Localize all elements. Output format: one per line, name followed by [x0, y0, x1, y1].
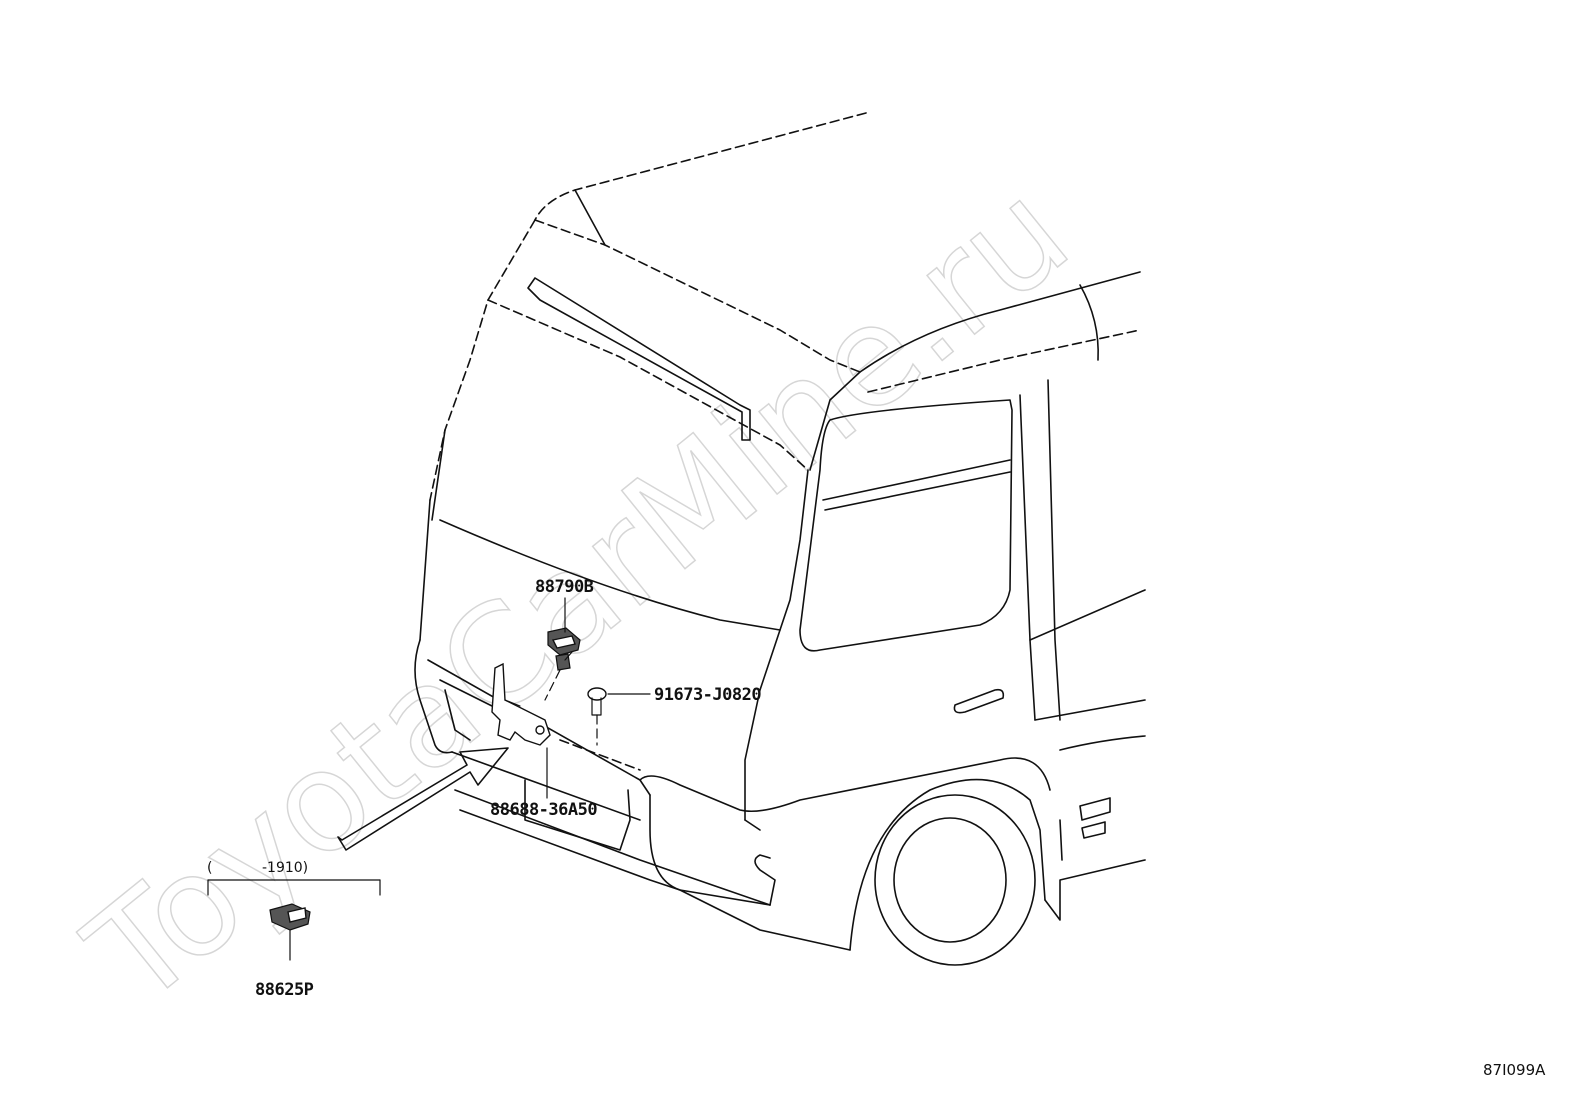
bolt-part: [587, 687, 607, 716]
diagram-code: 87I099A: [1483, 1061, 1546, 1079]
callout-bolt: 91673-J0820: [654, 685, 761, 705]
vehicle-outline: [414, 112, 1146, 966]
sensor-part: [547, 627, 581, 671]
callout-sensor-alt: 88625P: [255, 980, 314, 1000]
leader-lines: [207, 597, 651, 961]
sensor-alt-part: [269, 903, 311, 931]
callout-sensor-top: 88790B: [535, 577, 594, 597]
view-arrow: [337, 747, 509, 851]
date-range-label: -1910): [262, 860, 308, 876]
bracket-part: [491, 662, 551, 746]
callout-bracket: 88688-36A50: [490, 800, 597, 820]
date-range-open: (: [207, 860, 212, 876]
